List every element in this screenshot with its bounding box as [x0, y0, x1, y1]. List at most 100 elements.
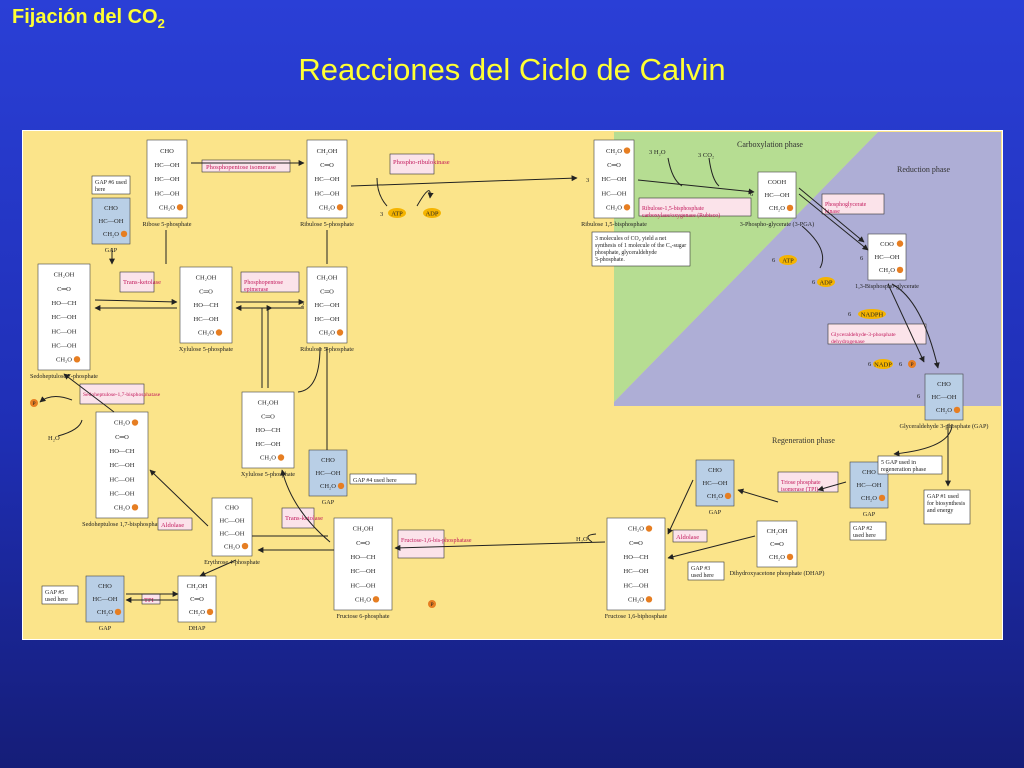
phosphate-icon	[114, 608, 122, 616]
phosphate-icon	[623, 147, 631, 154]
molecule-formula-line: HC—OH	[932, 394, 957, 401]
pi-badge-reduction: P	[908, 360, 916, 368]
molecule-formula-line: C═O	[199, 288, 213, 295]
molecule-formula-line: HC—OH	[194, 316, 219, 323]
slide-title: Reacciones del Ciclo de Calvin	[298, 52, 726, 87]
molecule-formula-line: CHO	[321, 457, 335, 464]
molecule-name: GAP	[709, 509, 722, 516]
molecule-formula-line: CH₂O	[189, 609, 205, 616]
molecule-formula-line: COO	[880, 241, 894, 248]
molecule-formula-line: CH₂O	[769, 205, 785, 212]
molecule-formula-line: HC—OH	[315, 316, 340, 323]
molecule-name: GAP	[322, 499, 335, 506]
molecule-name: GAP	[105, 247, 118, 254]
molecule-formula-line: C═O	[320, 288, 334, 295]
svg-text:ATP: ATP	[391, 211, 403, 218]
enzyme-tpi-left: TPI	[141, 593, 161, 605]
phosphate-icon	[120, 230, 128, 238]
molecule-formula-line: C═O	[115, 434, 129, 441]
phosphate-icon	[336, 329, 344, 336]
count-bpg: 6	[860, 255, 864, 262]
enzyme-aldolase-left: Aldolase	[157, 517, 193, 531]
molecule-formula-line: HC—OH	[256, 441, 281, 448]
molecule-formula-line: C═O	[57, 286, 71, 293]
molecule-formula-line: HC—OH	[351, 582, 376, 589]
heading-text: Fijación del CO	[12, 6, 158, 28]
molecule-formula-line: CHO	[862, 469, 876, 476]
molecule-formula-line: CH₂O	[320, 483, 336, 490]
molecule-formula-line: CHO	[98, 583, 112, 590]
molecule-formula-line: CH₂O	[707, 493, 723, 500]
phosphate-icon	[896, 240, 904, 247]
phosphate-icon	[623, 204, 631, 211]
svg-text:P: P	[32, 401, 35, 407]
molecule-formula-line: CHO	[708, 467, 722, 474]
phosphate-icon	[724, 492, 732, 500]
enzyme-phosphoribulokinase: Phospho-ribulokinase	[389, 153, 450, 175]
co2-label-top: 3 CO₂	[698, 152, 714, 159]
molecule-name: Xylulose 5-phosphate	[179, 346, 233, 353]
molecule-formula-line: HC—OH	[155, 162, 180, 169]
phosphate-icon	[176, 204, 184, 211]
molecule-name: Erythrose 4-phosphate	[204, 559, 260, 566]
adp-badge-top: ADP	[423, 208, 441, 218]
molecule-formula-line: CH₂O	[936, 407, 952, 414]
molecule-formula-line: CH₂OH	[258, 399, 279, 406]
molecule-formula-line: HC—OH	[155, 176, 180, 183]
molecule-formula-line: HC—OH	[315, 176, 340, 183]
phosphate-icon	[896, 266, 904, 274]
enzyme-phosphopentose-isomerase: Phosphopentose isomerase	[201, 159, 291, 173]
phosphate-icon	[372, 596, 380, 603]
svg-text:Sedoheptulose-1,7-bisphosphata: Sedoheptulose-1,7-bisphosphatase	[83, 392, 161, 398]
molecule-formula-line: HO—CH	[351, 554, 376, 561]
slide-heading: Fijación del CO2	[12, 6, 165, 31]
molecule-formula-line: C═O	[356, 540, 370, 547]
molecule-formula-line: CH₂O	[861, 495, 877, 502]
svg-text:Fructose-1,6-bis-phosphatase: Fructose-1,6-bis-phosphatase	[401, 538, 472, 544]
molecule-formula-line: CH₂OH	[317, 148, 338, 155]
molecule-formula-line: HC—OH	[52, 314, 77, 321]
molecule-name: Xylulose 5-phosphate	[241, 471, 295, 478]
molecule-formula-line: HC—OH	[220, 517, 245, 524]
molecule-formula-line: HC—OH	[52, 328, 77, 335]
molecule-name: GAP	[99, 625, 112, 632]
count-atp-top: 3	[380, 211, 383, 218]
molecule-formula-line: C═O	[320, 162, 334, 169]
svg-text:P: P	[910, 362, 913, 368]
molecule-formula-line: CH₂OH	[767, 528, 788, 535]
molecule-formula-line: CH₂O	[319, 330, 335, 337]
nadp-badge: NADP	[873, 359, 893, 369]
molecule-formula-line: CHO	[104, 205, 118, 212]
atp-badge-reduction: ATP	[779, 255, 797, 265]
molecule-name: Sedoheptulose 1,7-bisphosphate	[82, 521, 162, 528]
phosphate-icon	[878, 494, 886, 502]
molecule-name: Dihydroxyacetone phosphate (DHAP)	[730, 570, 825, 577]
molecule-formula-line: CH₂O	[224, 543, 240, 550]
note-gap4-used: GAP #4 used here	[349, 473, 417, 485]
phosphate-icon	[337, 482, 345, 490]
reaction-arrows	[39, 157, 953, 603]
molecule-formula-line: HC—OH	[602, 190, 627, 197]
pi-badge-bottom: P	[428, 600, 436, 608]
molecule-formula-line: CH₂O	[56, 357, 72, 364]
molecule-formula-line: HO—CH	[194, 302, 219, 309]
